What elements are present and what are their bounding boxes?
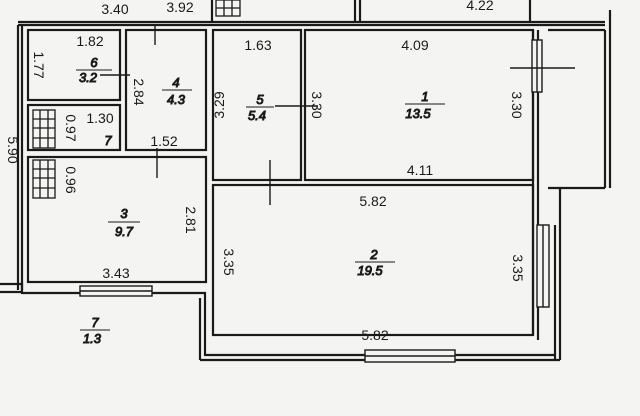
dim-r6-left: 1.77	[31, 51, 47, 78]
dim-r4-right: 2.84	[131, 78, 147, 105]
vent-shafts	[32, 0, 241, 199]
dim-r3-right: 2.81	[183, 206, 199, 233]
room-2-label: 2 19.5	[355, 247, 395, 279]
dim-r7-top: 1.30	[86, 110, 113, 126]
dim-r2-right: 3.35	[510, 254, 526, 281]
dim-top-left: 3.40	[101, 1, 128, 17]
dim-r3-bottom: 3.43	[102, 265, 129, 281]
dim-top-right: 4.22	[466, 0, 493, 13]
room-6-label: 6 3.2	[76, 55, 112, 86]
svg-text:4.3: 4.3	[167, 92, 186, 107]
svg-text:7: 7	[104, 133, 112, 148]
dim-r1-right: 3.30	[509, 91, 525, 118]
dim-left-edge: 5.90	[5, 136, 21, 163]
room-3-label: 3 9.7	[108, 206, 140, 240]
svg-text:7: 7	[91, 315, 99, 330]
room-4-label: 4 4.3	[162, 75, 192, 108]
room-7-label: 7 1.3	[80, 315, 110, 347]
dim-r7-right: 1.52	[150, 133, 177, 149]
svg-text:3: 3	[120, 206, 128, 221]
dim-r1-left: 3.30	[309, 91, 325, 118]
room-5-label: 5 5.4	[246, 92, 274, 124]
svg-text:6: 6	[90, 55, 98, 70]
windows	[79, 39, 550, 363]
room-1-label: 1 13.5	[405, 89, 445, 122]
dim-r6-top: 1.82	[76, 33, 103, 49]
svg-text:4: 4	[172, 75, 179, 90]
room-7-small-label: 7	[104, 133, 113, 149]
svg-text:13.5: 13.5	[405, 106, 431, 121]
dim-r5-top: 1.63	[244, 37, 271, 53]
dim-r1-bottom: 4.11	[407, 162, 433, 178]
svg-text:1: 1	[421, 89, 428, 104]
svg-text:5: 5	[256, 92, 264, 107]
dim-r7-left: 0.97	[63, 114, 79, 141]
dim-r1-top: 4.09	[401, 37, 428, 53]
dim-r2-left: 3.35	[221, 248, 237, 275]
dim-r3-top: 0.96	[63, 166, 79, 193]
dim-top-mid: 3.92	[166, 0, 193, 15]
walls	[0, 0, 612, 362]
svg-text:19.5: 19.5	[357, 263, 383, 278]
svg-text:9.7: 9.7	[115, 224, 134, 239]
svg-text:2: 2	[369, 247, 378, 262]
room-labels: 1 13.5 2 19.5 3 9.7 4 4.3 5 5.4 6 3.2	[76, 55, 445, 347]
dim-r2-top: 5.82	[359, 193, 386, 209]
dim-r5-left: 3.29	[211, 91, 227, 118]
dim-r2-bottom: 5.82	[361, 327, 388, 343]
door-marks	[100, 25, 575, 205]
dimension-labels: 3.40 3.92 4.22 4.09 4.11 3.30 3.30 1.63 …	[5, 0, 526, 343]
svg-text:1.3: 1.3	[83, 331, 102, 346]
svg-text:5.4: 5.4	[248, 108, 266, 123]
svg-text:3.2: 3.2	[79, 70, 98, 85]
